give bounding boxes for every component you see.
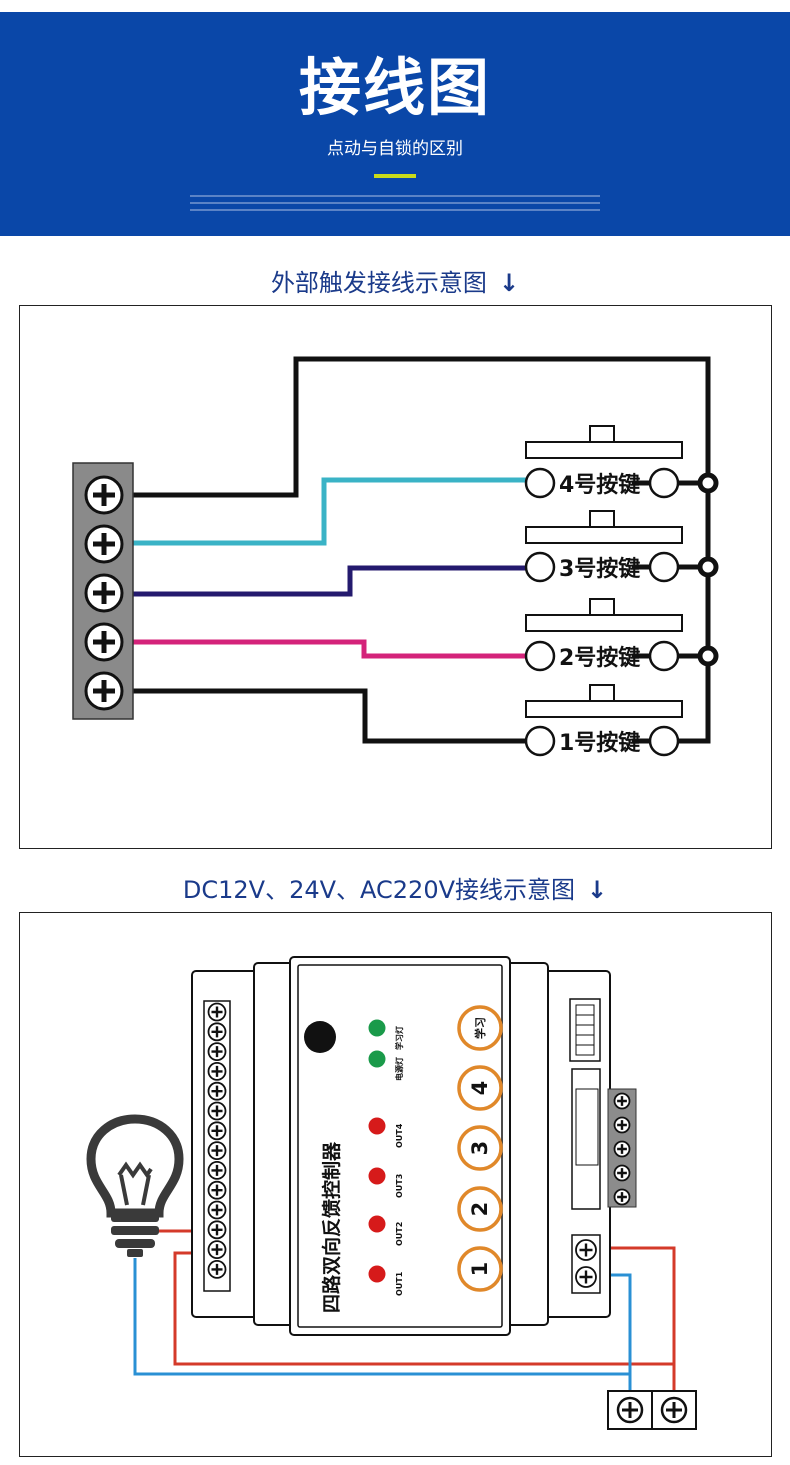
wire-black-key1 [123, 688, 530, 744]
wire-navy [123, 565, 530, 597]
key-2: 2 [457, 1186, 503, 1232]
external-trigger-svg: 4号按键 3号按键 2号按键 1号按键 [72, 356, 719, 757]
light-bulb-icon [86, 1114, 184, 1257]
screw-terminal-icon [613, 1164, 631, 1182]
indicator-out3: OUT3 [368, 1167, 404, 1198]
section-title-power-wiring: DC12V、24V、AC220V接线示意图 ↓ [0, 875, 790, 905]
push-button-3: 3号按键 [524, 510, 719, 583]
indicator-label: OUT2 [395, 1222, 404, 1246]
header-banner: 接线图 点动与自锁的区别 [0, 12, 790, 236]
side-terminal-block [607, 1088, 637, 1208]
screw-terminal-icon [616, 1396, 644, 1424]
section-title-text: 外部触发接线示意图 [270, 269, 487, 297]
screw-terminal-icon [207, 1081, 227, 1101]
key-label: 1号按键 [559, 730, 640, 756]
screw-terminal-icon [84, 475, 124, 515]
indicator-out4: OUT4 [368, 1117, 404, 1148]
wire-cyan [123, 477, 530, 546]
screw-terminal-icon [207, 1042, 227, 1062]
fine-print-line [190, 209, 600, 211]
mount-hole-icon [304, 1021, 336, 1053]
indicator-out1: OUT1 [368, 1265, 404, 1296]
screw-terminal-icon [84, 573, 124, 613]
screw-terminal-icon [207, 1061, 227, 1081]
screw-terminal-icon [84, 671, 124, 711]
push-button-4: 4号按键 [524, 425, 719, 499]
accent-bar [374, 174, 416, 178]
screw-terminal-icon [207, 1022, 227, 1042]
screw-terminal-icon [613, 1188, 631, 1206]
indicator-label: OUT3 [395, 1174, 404, 1198]
wire-black-common [123, 356, 711, 744]
key-label: 3 [468, 1141, 492, 1156]
banner-title: 接线图 [298, 51, 491, 124]
terminal-screws [84, 475, 124, 711]
screw-terminal-icon [207, 1200, 227, 1220]
screw-terminal-icon [613, 1140, 631, 1158]
screw-terminal-icon [207, 1141, 227, 1161]
key-4: 4 [457, 1065, 503, 1111]
indicator-电源灯: 电源灯 [368, 1050, 404, 1081]
screw-terminal-icon [660, 1396, 688, 1424]
controller-housing [191, 956, 611, 1336]
key-label: 4号按键 [559, 472, 640, 498]
key-3: 3 [457, 1125, 503, 1171]
indicator-out2: OUT2 [368, 1215, 404, 1246]
key-label: 2 [468, 1202, 492, 1217]
key-label: 学习 [473, 1017, 487, 1039]
screw-terminal-icon [207, 1220, 227, 1240]
screw-terminal-icon [207, 1240, 227, 1260]
screw-terminal-icon [613, 1092, 631, 1110]
banner-subtitle: 点动与自锁的区别 [327, 139, 463, 159]
arrow-down-icon: ↓ [587, 876, 608, 904]
learn-key: 学习 [457, 1005, 503, 1051]
screw-terminal-icon [84, 524, 124, 564]
screw-terminal-icon [207, 1259, 227, 1279]
screw-terminal-icon [84, 622, 124, 662]
power-input-terminal [607, 1390, 697, 1430]
key-label: 4 [468, 1081, 492, 1096]
controller-name: 四路双向反馈控制器 [320, 1141, 343, 1313]
screw-terminal-icon [613, 1116, 631, 1134]
screw-terminal-icon [575, 1239, 597, 1261]
screw-terminal-icon [207, 1160, 227, 1180]
indicator-label: 学习灯 [394, 1026, 404, 1050]
screw-terminal-icon [207, 1002, 227, 1022]
indicator-label: 电源灯 [394, 1057, 404, 1081]
key-label: 3号按键 [559, 556, 640, 582]
screw-terminal-icon [207, 1101, 227, 1121]
key-label: 1 [468, 1262, 492, 1277]
right-connector [569, 998, 601, 1210]
push-button-2: 2号按键 [524, 598, 719, 672]
wire-live-output [586, 1246, 676, 1396]
screw-terminal-icon [207, 1180, 227, 1200]
screw-terminal-icon [207, 1121, 227, 1141]
indicator-学习灯: 学习灯 [368, 1019, 404, 1050]
indicator-label: OUT1 [395, 1271, 404, 1296]
wiring-diagram-external: 4号按键 3号按键 2号按键 1号按键 [19, 305, 772, 849]
key-1: 1 [457, 1246, 503, 1292]
arrow-down-icon: ↓ [498, 269, 520, 297]
section-title-text: DC12V、24V、AC220V接线示意图 [182, 876, 576, 904]
fine-print-line [190, 202, 600, 204]
output-terminals [571, 1234, 601, 1294]
fine-print-line [190, 195, 600, 197]
left-terminal-strip [203, 1000, 231, 1292]
indicator-label: OUT4 [395, 1123, 404, 1148]
keypad: 学习 4 3 2 1 [457, 1005, 503, 1292]
wire-magenta [123, 639, 530, 659]
section-title-external-trigger: 外部触发接线示意图 ↓ [0, 268, 790, 298]
key-label: 2号按键 [559, 645, 640, 671]
screw-terminal-icon [575, 1266, 597, 1288]
push-button-1: 1号按键 [524, 684, 683, 757]
